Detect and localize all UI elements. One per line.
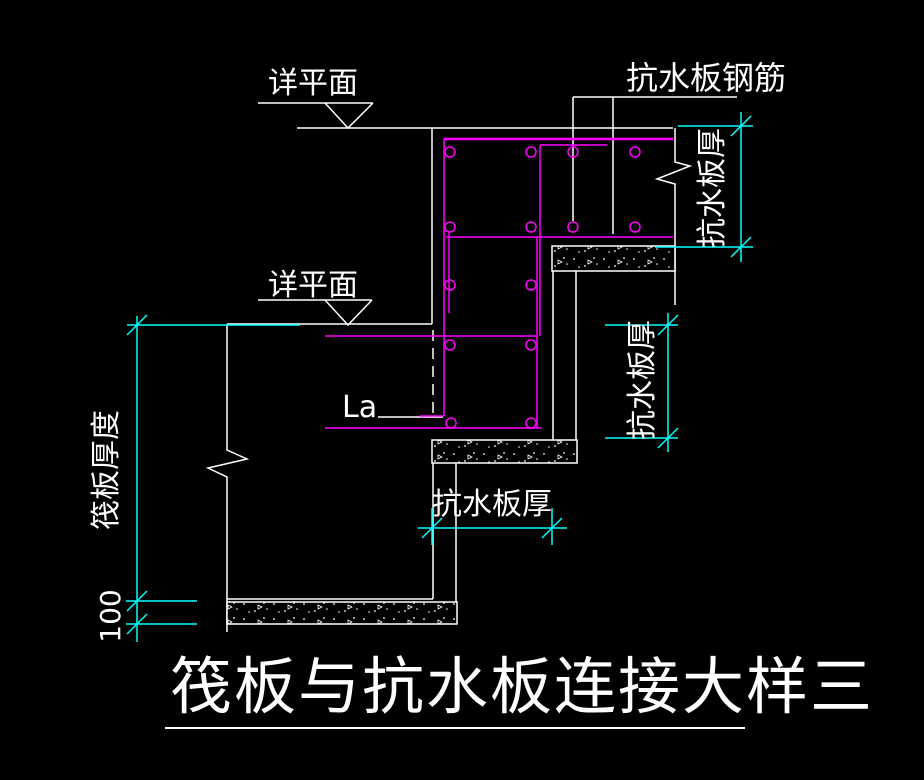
rebar-circle xyxy=(525,417,537,429)
rebar-circle xyxy=(567,221,579,233)
cushion-band-middle xyxy=(431,439,578,464)
rebar-circle xyxy=(525,339,537,351)
rebar-circle xyxy=(444,146,456,158)
rebar-circle xyxy=(525,221,537,233)
plan-note-mid-label: 详平面 xyxy=(268,268,358,303)
rebar-circle xyxy=(444,339,456,351)
rebar-circle xyxy=(567,146,579,158)
plan-note-top-elevation-marker xyxy=(324,102,374,130)
raft-left-edge-with-break xyxy=(205,324,250,632)
dimension-layer xyxy=(126,112,753,642)
text-layer: 详平面 详平面 抗水板钢筋 抗水板厚 抗水板厚 抗水板厚 筏板厚度 100 La… xyxy=(89,59,874,723)
anchorage-label: La xyxy=(342,390,377,425)
dim-tick xyxy=(730,236,752,258)
dim-tick xyxy=(421,517,443,539)
rebar-circle xyxy=(444,221,456,233)
dim-cushion-label: 100 xyxy=(94,589,127,642)
rebar-section-circles xyxy=(444,146,641,429)
rebar-circle xyxy=(525,146,537,158)
rebar-circle xyxy=(525,279,537,291)
dim-left-label: 筏板厚度 xyxy=(89,410,124,530)
dim-tick xyxy=(126,613,148,635)
dim-tick xyxy=(657,427,679,449)
rebar-circle xyxy=(629,221,641,233)
dim-tick xyxy=(126,314,148,336)
dim-tick xyxy=(730,115,752,137)
dim-right-top-label: 抗水板厚 xyxy=(695,128,730,248)
dim-tick xyxy=(657,314,679,336)
rebar-circle xyxy=(445,417,457,429)
rebar-layer xyxy=(325,137,673,429)
rebar-note-label: 抗水板钢筋 xyxy=(626,59,786,97)
dim-tick xyxy=(541,517,563,539)
structure-outline-layer xyxy=(165,96,745,729)
rebar-circle xyxy=(444,279,456,291)
upper-slab-right-edge-with-break xyxy=(654,128,693,305)
drawing-title: 筏板与抗水板连接大样三 xyxy=(170,650,874,723)
cushion-band-lower xyxy=(226,601,458,625)
cushion-band-upper xyxy=(551,245,676,272)
dim-right-mid-label: 抗水板厚 xyxy=(625,320,660,440)
dim-tick xyxy=(126,590,148,612)
rebar-circle xyxy=(629,146,641,158)
dimension-tick-marks xyxy=(126,115,752,635)
plan-note-top-label: 详平面 xyxy=(268,66,358,101)
plan-note-mid-elevation-marker xyxy=(324,299,373,327)
dim-bottom-label: 抗水板厚 xyxy=(432,487,552,522)
